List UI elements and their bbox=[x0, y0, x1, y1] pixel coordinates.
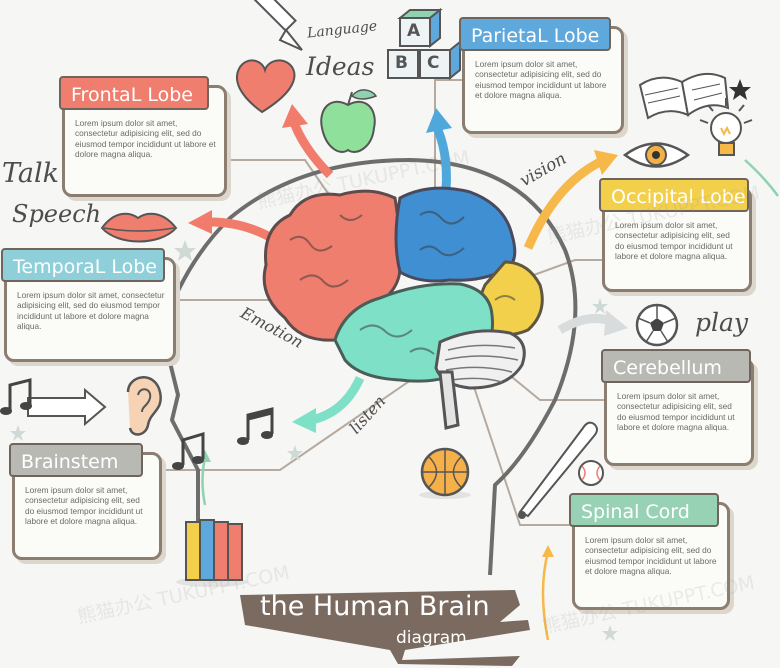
music-note-icon bbox=[237, 407, 274, 445]
baseball-bat-icon bbox=[518, 421, 598, 519]
speech-label: Speech bbox=[12, 200, 102, 228]
abc-block-c: C bbox=[427, 53, 440, 73]
pencil-icon bbox=[253, 0, 303, 51]
music-note-icon bbox=[172, 431, 205, 470]
abc-block-a: A bbox=[407, 21, 421, 41]
lips-icon bbox=[100, 212, 178, 243]
frontal-lobe-card: FrontaL Lobe Lorem ipsum dolor sit amet,… bbox=[59, 76, 227, 197]
ideas-label: Ideas bbox=[306, 52, 375, 81]
books-icon bbox=[176, 519, 248, 587]
diagram-title: the Human Brain bbox=[260, 591, 490, 622]
parietal-lobe-card: ParietaL Lobe Lorem ipsum dolor sit amet… bbox=[459, 17, 624, 134]
parietal-lobe-region bbox=[394, 186, 517, 283]
book-icon bbox=[638, 72, 730, 120]
diagram-subtitle: diagram bbox=[396, 628, 467, 648]
eye-icon bbox=[622, 142, 691, 168]
baseball-icon bbox=[578, 460, 604, 486]
head-outline bbox=[160, 158, 578, 576]
title-banner-shape bbox=[240, 590, 530, 666]
brain-illustration bbox=[262, 186, 544, 430]
star-icon bbox=[729, 79, 751, 100]
spinal-cord-title: Spinal Cord bbox=[569, 493, 719, 527]
temporal-lobe-text: Lorem ipsum dolor sit amet, consectetur … bbox=[17, 290, 165, 332]
talk-label: Talk bbox=[2, 158, 60, 189]
abc-block-b: B bbox=[395, 53, 408, 73]
parietal-lobe-text: Lorem ipsum dolor sit amet, consectetur … bbox=[475, 59, 607, 101]
star-icon bbox=[10, 240, 618, 641]
spinal-cord-text: Lorem ipsum dolor sit amet, consectetur … bbox=[585, 535, 717, 577]
temporal-lobe-title: TemporaL Lobe bbox=[1, 248, 165, 282]
lightbulb-icon bbox=[699, 98, 753, 156]
heart-icon bbox=[235, 59, 296, 114]
cerebellum-text: Lorem ipsum dolor sit amet, consectetur … bbox=[617, 391, 735, 433]
frontal-lobe-text: Lorem ipsum dolor sit amet, consectetur … bbox=[75, 118, 216, 160]
occipital-lobe-text: Lorem ipsum dolor sit amet, consectetur … bbox=[615, 220, 733, 262]
cerebellum-title: Cerebellum bbox=[601, 349, 751, 383]
apple-icon bbox=[320, 89, 378, 153]
abc-blocks-icon bbox=[387, 7, 461, 81]
title-banner: the Human Brain diagram bbox=[238, 585, 538, 655]
temporal-lobe-card: TemporaL Lobe Lorem ipsum dolor sit amet… bbox=[1, 248, 176, 362]
parietal-lobe-title: ParietaL Lobe bbox=[459, 17, 611, 51]
occipital-lobe-card: Occipital Lobe Lorem ipsum dolor sit ame… bbox=[599, 178, 752, 292]
soccer-ball-icon bbox=[635, 303, 679, 347]
brainstem-text: Lorem ipsum dolor sit amet, consectetur … bbox=[25, 485, 143, 527]
play-label: play bbox=[695, 308, 749, 337]
brainstem-card: Brainstem Lorem ipsum dolor sit amet, co… bbox=[9, 443, 162, 560]
brainstem-region bbox=[438, 370, 460, 430]
frontal-lobe-title: FrontaL Lobe bbox=[59, 76, 209, 110]
music-note-icon bbox=[0, 378, 32, 415]
ear-icon bbox=[126, 376, 162, 436]
basketball-icon bbox=[419, 447, 471, 499]
cerebellum-card: Cerebellum Lorem ipsum dolor sit amet, c… bbox=[601, 349, 754, 466]
occipital-lobe-title: Occipital Lobe bbox=[599, 178, 749, 212]
brainstem-title: Brainstem bbox=[9, 443, 143, 477]
spinal-cord-card: Spinal Cord Lorem ipsum dolor sit amet, … bbox=[569, 493, 730, 610]
